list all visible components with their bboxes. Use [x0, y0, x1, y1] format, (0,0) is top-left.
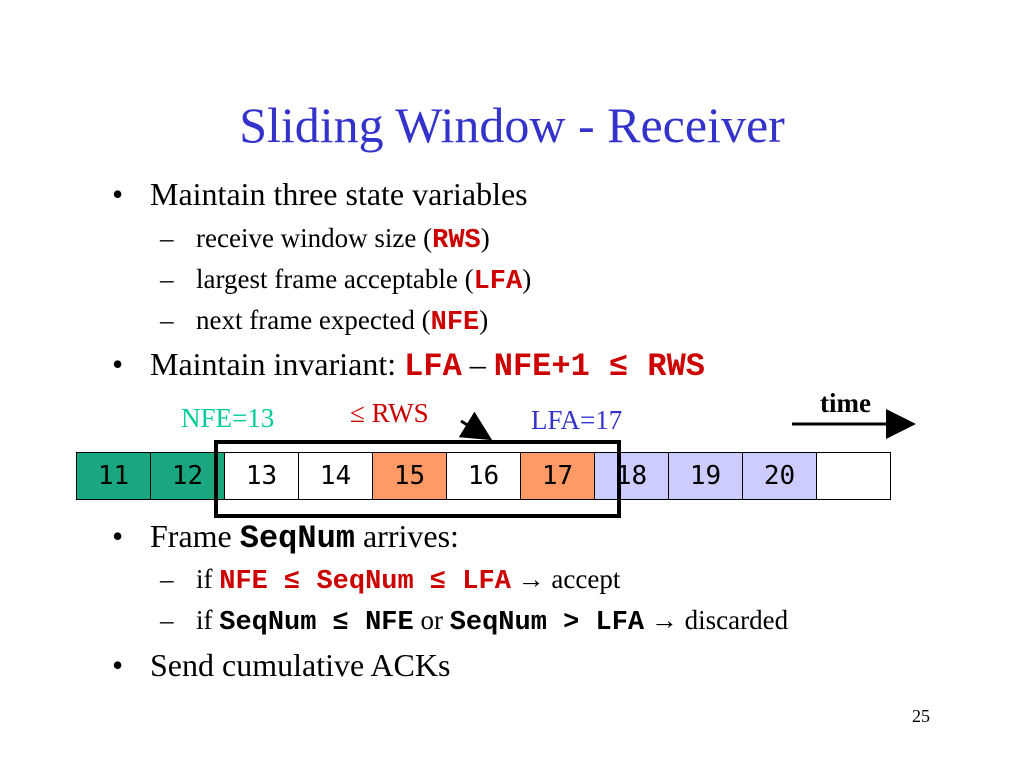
op-leq: ≤ — [267, 567, 317, 597]
bullet-marker: • — [112, 346, 124, 382]
op-leq: ≤ — [316, 608, 366, 638]
bullet-frame-arrives: • Frame SeqNum arrives: — [112, 518, 459, 557]
frame-cell: 12 — [150, 452, 225, 500]
sub-close: ) — [480, 223, 490, 253]
bullet-marker: • — [112, 518, 124, 554]
bullet-text: Maintain three state variables — [150, 176, 528, 212]
sub-bullet-discard: –if SeqNum ≤ NFE or SeqNum > LFA → disca… — [160, 605, 788, 638]
frame-cell — [816, 452, 891, 500]
lfa-label: LFA=17 — [531, 405, 623, 435]
rws-pointer-arrow — [458, 411, 493, 441]
bullet-text-2: arrives: — [354, 518, 459, 554]
frame-cell: 11 — [76, 452, 151, 500]
frame-cell: 17 — [520, 452, 595, 500]
bullet-text: Maintain invariant: — [150, 346, 405, 382]
result-text: discarded — [684, 605, 789, 635]
sub-bullet-accept: –if NFE ≤ SeqNum ≤ LFA → accept — [160, 564, 620, 597]
bullet-text: Frame — [150, 518, 240, 554]
frame-cell: 16 — [446, 452, 521, 500]
code-seqnum: SeqNum — [239, 520, 355, 557]
sub-text: largest frame acceptable ( — [196, 264, 474, 294]
if-text: if — [196, 605, 220, 635]
sub-text: next frame expected ( — [196, 305, 431, 335]
sub-bullet-nfe: –next frame expected (NFE) — [160, 305, 488, 338]
sub-bullet-rws: –receive window size (RWS) — [160, 223, 490, 256]
result-text: accept — [551, 564, 621, 594]
dash-marker: – — [160, 305, 174, 335]
code-nfe-plus-1: NFE+1 — [493, 348, 590, 385]
frame-cell: 20 — [742, 452, 817, 500]
bullet-state-variables: • Maintain three state variables — [112, 176, 528, 213]
sub-bullet-lfa: –largest frame acceptable (LFA) — [160, 264, 531, 297]
dash-marker: – — [160, 564, 174, 594]
nfe-label: NFE=13 — [181, 403, 275, 433]
sub-text: receive window size ( — [196, 223, 433, 253]
dash-marker: – — [160, 264, 174, 294]
code-rws: RWS — [432, 226, 481, 256]
code-nfe: NFE — [365, 608, 414, 638]
receive-window-box — [214, 440, 621, 518]
arrow-glyph: → — [510, 564, 552, 594]
code-nfe: NFE — [430, 308, 480, 338]
or-text: or — [413, 605, 450, 635]
bullet-invariant: • Maintain invariant: LFA – NFE+1 ≤ RWS — [112, 346, 705, 385]
code-lfa: LFA — [462, 567, 511, 597]
page-number: 25 — [912, 706, 930, 726]
frame-cell: 13 — [224, 452, 299, 500]
op-leq: ≤ — [413, 567, 463, 597]
bullet-cumulative-acks: • Send cumulative ACKs — [112, 647, 450, 684]
code-nfe: NFE — [219, 567, 268, 597]
op-leq: ≤ — [589, 348, 648, 385]
slide-title: Sliding Window - Receiver — [239, 97, 785, 153]
bullet-marker: • — [112, 176, 124, 212]
rws-label: ≤ RWS — [350, 398, 429, 428]
frame-cell: 18 — [594, 452, 669, 500]
code-rws: RWS — [647, 348, 705, 385]
code-seqnum: SeqNum — [219, 608, 317, 638]
op-gt: > — [546, 608, 596, 638]
code-seqnum: SeqNum — [449, 608, 547, 638]
arrow-glyph: → — [644, 605, 685, 635]
if-text: if — [196, 564, 220, 594]
code-lfa: LFA — [595, 608, 645, 638]
bullet-marker: • — [112, 647, 124, 683]
op-minus: – — [461, 346, 494, 382]
frame-cell: 14 — [298, 452, 373, 500]
code-seqnum: SeqNum — [316, 567, 414, 597]
frame-cell: 19 — [668, 452, 743, 500]
sub-close: ) — [522, 264, 532, 294]
frame-cell: 15 — [372, 452, 447, 500]
code-lfa: LFA — [404, 348, 462, 385]
dash-marker: – — [160, 223, 174, 253]
time-label: time — [820, 388, 871, 418]
sub-close: ) — [479, 305, 489, 335]
code-lfa: LFA — [473, 267, 523, 297]
dash-marker: – — [160, 605, 174, 635]
bullet-text: Send cumulative ACKs — [150, 647, 451, 683]
